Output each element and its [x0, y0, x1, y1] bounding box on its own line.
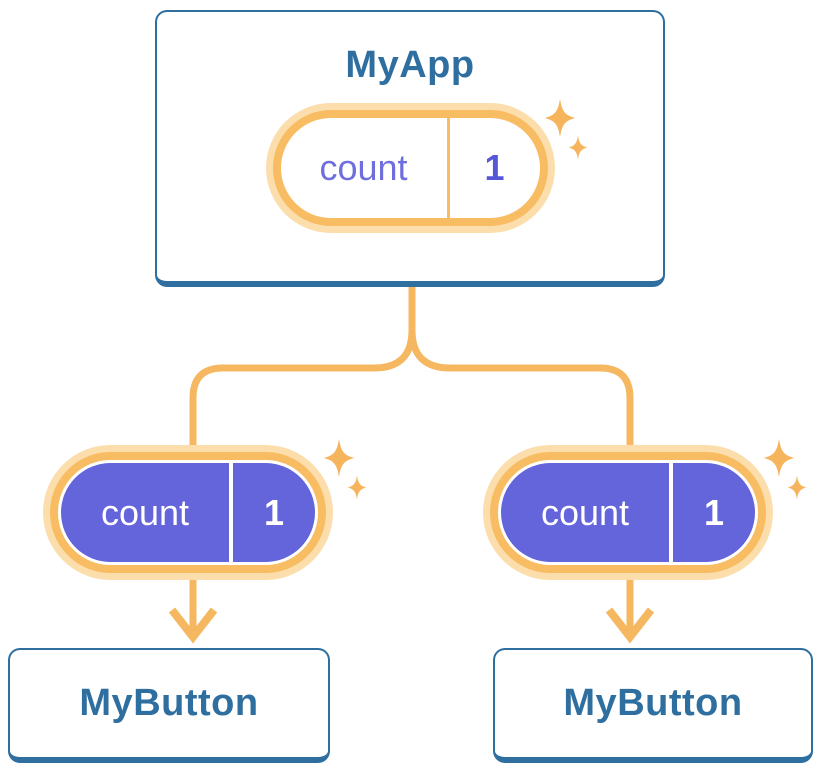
pill-divider	[446, 118, 450, 218]
sparkle-icon	[323, 438, 371, 504]
sparkle-icon	[787, 475, 807, 500]
node-mybutton-right-title: MyButton	[563, 682, 743, 724]
node-mybutton-left-title: MyButton	[79, 682, 259, 724]
prop-pill-right-body: count 1	[501, 463, 755, 562]
left-arrowhead-icon	[168, 607, 218, 644]
node-mybutton-right: MyButton	[493, 648, 813, 763]
sparkle-icon	[544, 98, 576, 138]
sparkle-icon	[323, 438, 355, 478]
prop-pill-left-body: count 1	[61, 463, 315, 562]
sparkle-icon	[568, 135, 588, 160]
right-edge-line	[408, 287, 634, 634]
right-arrowhead-icon	[605, 607, 655, 644]
node-myapp: MyApp count 1	[155, 10, 665, 287]
prop-key: count	[100, 491, 190, 533]
sparkle-icon	[544, 98, 592, 164]
sparkle-icon	[763, 438, 811, 504]
pill-divider	[669, 463, 673, 562]
sparkle-icon	[347, 475, 367, 500]
state-key: count	[319, 147, 408, 188]
node-mybutton-left: MyButton	[8, 648, 330, 763]
prop-pill-right-ring: count 1	[490, 452, 766, 573]
prop-value: 1	[703, 491, 725, 533]
left-edge-line	[189, 287, 416, 634]
prop-pill-left: count 1	[43, 445, 333, 580]
state-value: 1	[484, 147, 505, 188]
node-myapp-title: MyApp	[345, 44, 475, 86]
prop-pill-left-ring: count 1	[50, 452, 326, 573]
state-pill-ring: count 1	[272, 110, 548, 226]
state-pill: count 1	[265, 103, 555, 233]
prop-pill-right: count 1	[483, 445, 773, 580]
sparkle-icon	[763, 438, 795, 478]
prop-value: 1	[263, 491, 285, 533]
pill-divider	[229, 463, 233, 562]
prop-key: count	[540, 491, 630, 533]
